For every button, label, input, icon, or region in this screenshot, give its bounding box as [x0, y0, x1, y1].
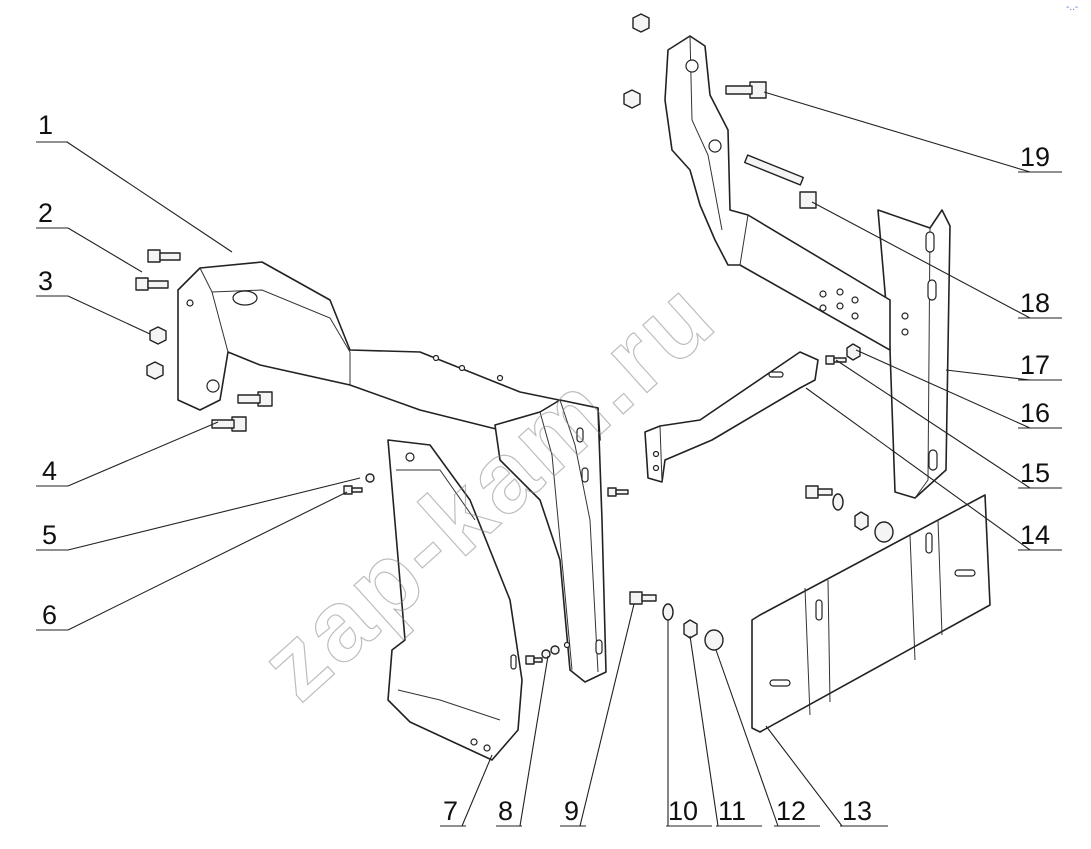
- fasteners: [135, 13, 894, 665]
- callout-16: 16: [1020, 398, 1050, 428]
- callout-1: 1: [38, 110, 53, 140]
- leader-lines: [66, 91, 1031, 827]
- part-rear-bracket: [877, 209, 951, 499]
- callout-labels: 1 2 3 4 5 6 7 8 9 10 11 12 13 14 15 16 1…: [38, 110, 1050, 826]
- part-upper-arm: [664, 35, 891, 351]
- callout-15: 15: [1020, 458, 1050, 488]
- callout-13: 13: [842, 796, 872, 826]
- callout-9: 9: [564, 796, 579, 826]
- part-mud-shield: [387, 439, 523, 761]
- part-crossbeam: [177, 261, 601, 453]
- part-vertical-leg: [494, 399, 607, 683]
- callout-11: 11: [718, 796, 746, 826]
- part-flat-bracket: [644, 351, 819, 483]
- callout-2: 2: [38, 198, 53, 228]
- callout-6: 6: [42, 600, 57, 630]
- callout-19: 19: [1020, 142, 1050, 172]
- callout-8: 8: [498, 796, 513, 826]
- part-splash-plate: [751, 494, 991, 733]
- callout-12: 12: [776, 796, 806, 826]
- callout-10: 10: [668, 796, 698, 826]
- callout-14: 14: [1020, 520, 1050, 550]
- callout-4: 4: [42, 456, 57, 486]
- callout-5: 5: [42, 520, 57, 550]
- callout-18: 18: [1020, 288, 1050, 318]
- callout-7: 7: [443, 796, 458, 826]
- callout-17: 17: [1020, 350, 1050, 380]
- callout-3: 3: [38, 266, 53, 296]
- callout-underlines: [36, 141, 1062, 827]
- corner-mark: -..-: [1066, 2, 1078, 13]
